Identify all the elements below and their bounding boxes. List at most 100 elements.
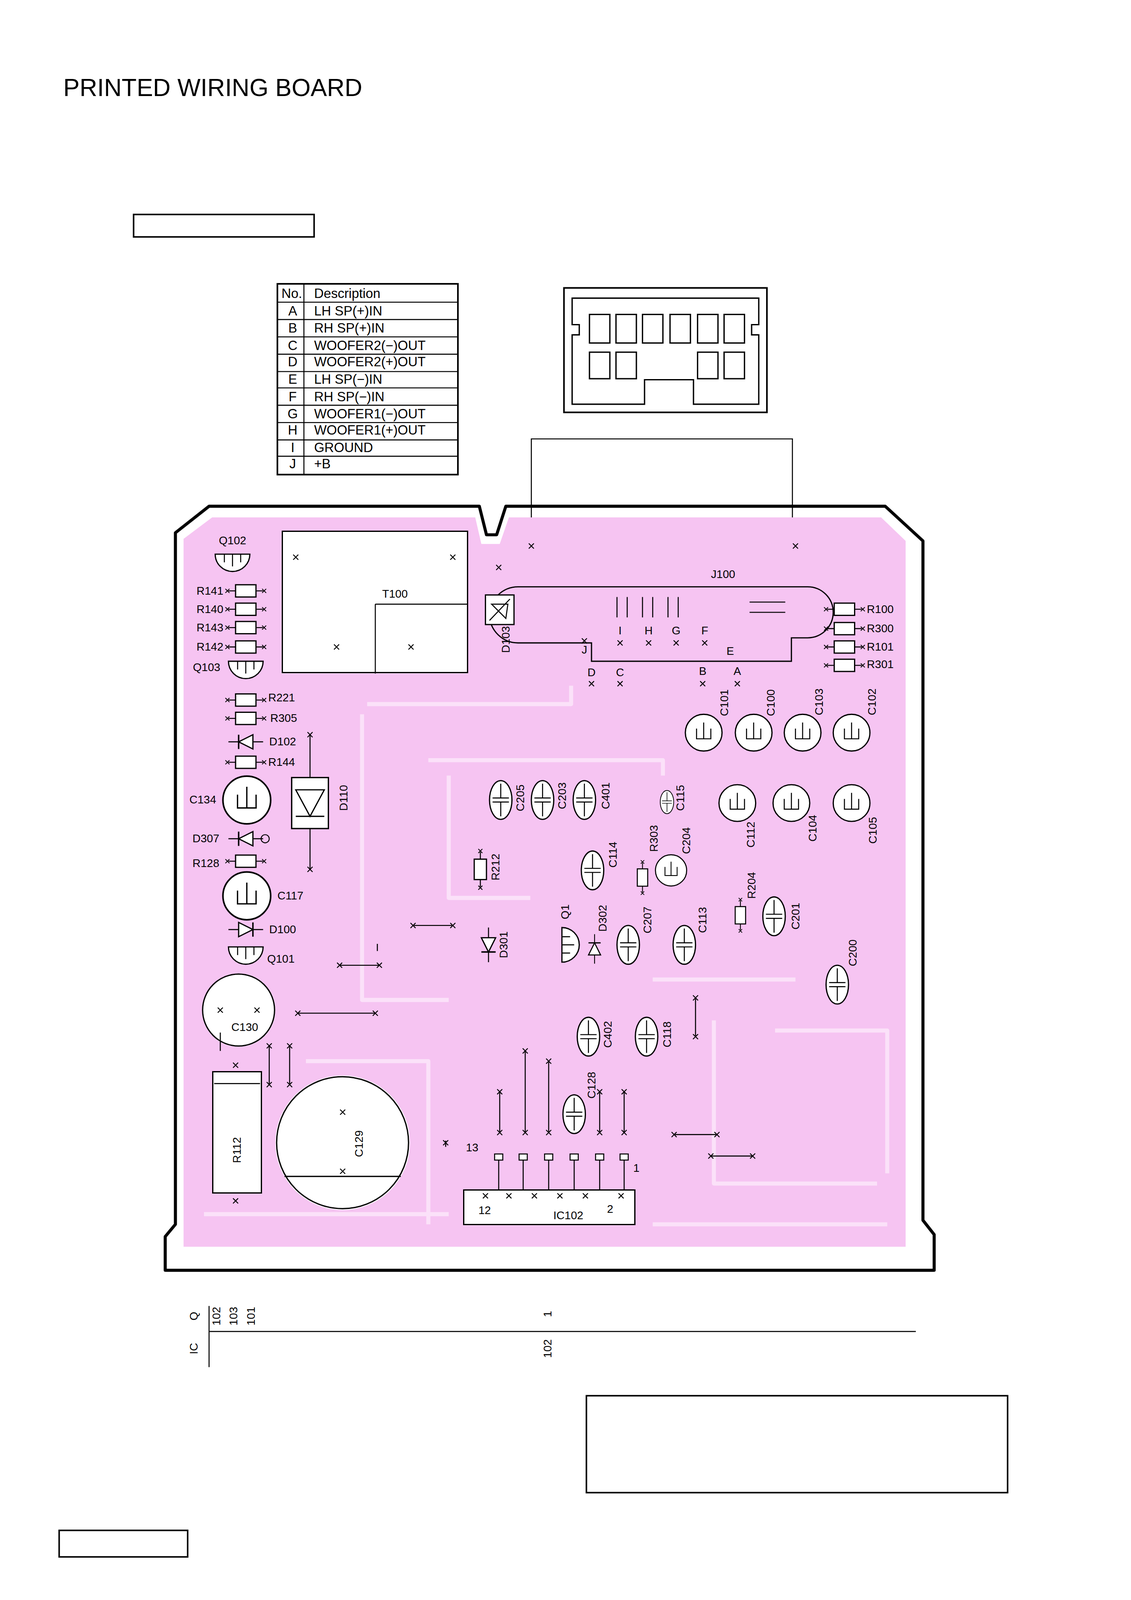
pcb-use: [833, 714, 870, 751]
table-cell: E: [288, 372, 298, 386]
pcb-use: [735, 714, 773, 751]
pcb-use: [581, 638, 587, 644]
part-label: C201: [789, 902, 802, 930]
part-label: C203: [556, 781, 568, 809]
pcb-use: [582, 1192, 589, 1199]
pcb-use: [225, 711, 267, 725]
part-label: D110: [338, 784, 350, 811]
table-cell: H: [288, 423, 298, 438]
pcb-path: [498, 1158, 624, 1190]
part-label: R140: [196, 603, 224, 615]
part-label: Q102: [218, 534, 247, 546]
pcb-use: [225, 621, 267, 634]
pcb-use: [528, 543, 534, 549]
pcb-use: [581, 850, 604, 890]
part-label: R305: [270, 712, 298, 724]
part-label: C114: [607, 841, 619, 868]
part-name: 12: [478, 1203, 491, 1216]
pcb-rect: [485, 594, 514, 625]
pcb-use: [719, 784, 756, 822]
pcb-use: [295, 1010, 301, 1016]
pcb-use: [617, 681, 623, 687]
pcb-rect: [277, 283, 458, 475]
pcb-rect: [697, 352, 718, 379]
table-cell: RH SP(−)IN: [314, 390, 385, 404]
table-cell: Description: [314, 287, 381, 301]
table-cell: G: [287, 407, 298, 421]
pcb-use: [531, 1192, 537, 1199]
pcb-use: [522, 1129, 528, 1135]
pcb-use: [708, 1153, 714, 1159]
pcb-use: [655, 854, 687, 886]
pcb-use: [824, 622, 866, 635]
pcb-use: [293, 554, 299, 560]
part-label: Q: [188, 1311, 200, 1320]
part-label: C102: [866, 688, 878, 716]
part-label: C118: [661, 1021, 673, 1048]
pcb-path: [277, 283, 458, 475]
part-label: D103: [500, 626, 512, 653]
pcb-use: [637, 859, 648, 895]
part-label: Q101: [267, 953, 295, 965]
pcb-path: [367, 685, 572, 704]
pcb-use: [450, 554, 456, 560]
pcb-rect: [724, 352, 745, 379]
pcb-use: [531, 780, 554, 820]
part-label: D307: [192, 832, 220, 844]
circle-outline: [275, 1075, 410, 1210]
pcb-use: [826, 964, 849, 1004]
part-label: C113: [696, 906, 709, 933]
table-cell: WOOFER1(−)OUT: [314, 407, 426, 421]
table-cell: WOOFER1(+)OUT: [314, 423, 426, 438]
pcb-use: [408, 644, 414, 650]
pcb-use: [233, 1062, 239, 1068]
pcb-use: [671, 1131, 677, 1137]
pcb-line: [284, 1175, 401, 1177]
pcb-path: [775, 1030, 888, 1174]
pcb-path: [361, 714, 449, 1000]
pcb-path: [714, 1020, 878, 1184]
circle-outline-path: [276, 1076, 409, 1209]
pcb-use: [228, 946, 263, 965]
part-label: D301: [498, 930, 510, 958]
pcb-rect: [586, 1395, 1008, 1493]
table-cell: B: [288, 321, 298, 336]
pcb-rect: [670, 314, 691, 344]
pcb-use: [254, 1007, 260, 1013]
circle-outline: [201, 973, 276, 1047]
pcb-use: [685, 714, 723, 751]
part-label: R142: [196, 641, 224, 653]
part-label: E: [726, 644, 735, 656]
part-name: R112: [231, 1136, 243, 1163]
part-label: C401: [600, 781, 612, 809]
part-label: C: [615, 666, 624, 678]
pcb-rect: [59, 1530, 188, 1557]
part-label: C134: [189, 793, 217, 805]
part-label: R301: [866, 658, 894, 670]
pcb-use: [673, 925, 696, 965]
pcb-use: [482, 1192, 488, 1199]
pcb-path: [428, 760, 664, 776]
pcb-use: [376, 962, 382, 968]
pcb-g: [494, 1153, 629, 1190]
pcb-use: [337, 962, 343, 968]
pcb-use: [340, 1109, 346, 1115]
pcb-use: [617, 640, 623, 646]
part-label: H: [644, 624, 653, 636]
part-label: R101: [866, 641, 894, 653]
pcb-use: [225, 603, 267, 616]
pcb-use: [225, 693, 267, 706]
part-label: C101: [718, 689, 730, 717]
pcb-rect: [518, 1153, 528, 1160]
pcb-use: [450, 922, 456, 928]
pcb-use: [588, 681, 595, 687]
pcb-use: [792, 543, 799, 549]
pcb-use: [762, 896, 786, 936]
part-label: A: [733, 665, 742, 677]
pcb-rect: [724, 314, 745, 344]
pcb-use: [266, 1043, 272, 1049]
pcb-path: [652, 1221, 888, 1227]
pcb-line: [214, 1082, 261, 1084]
table-cell: GROUND: [314, 440, 374, 455]
